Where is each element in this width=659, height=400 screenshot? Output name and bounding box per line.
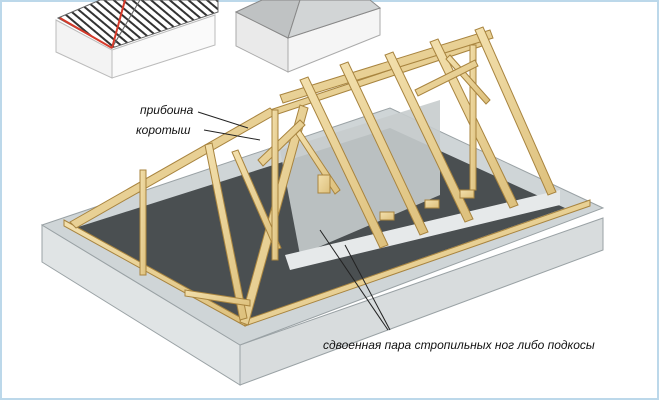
label-korotysh: коротыш [136, 123, 191, 137]
small-house-left [55, 0, 219, 79]
label-priboina: прибоина [140, 103, 194, 117]
small-house-right [234, 0, 382, 73]
label-paired-rafters: сдвоенная пара стропильных ног либо подк… [323, 338, 595, 352]
callout-lines [197, 111, 391, 331]
timber-frame [63, 26, 591, 327]
